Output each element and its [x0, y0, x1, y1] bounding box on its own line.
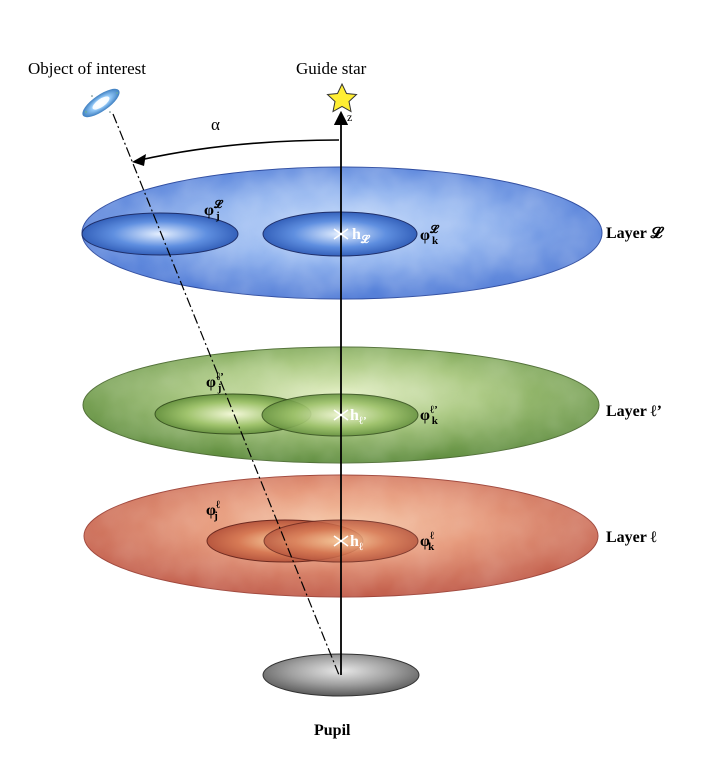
footprint-j-top: [81, 212, 239, 256]
object-line-of-sight: [112, 113, 340, 676]
phi-j-middle-label: φℓ’j: [206, 371, 224, 394]
h-top-label: h𝓛: [352, 226, 371, 246]
h-marker-bottom: [333, 535, 349, 547]
phi-k-middle-label: φℓ’k: [420, 404, 439, 427]
layer-bottom-label: Layer ℓ: [606, 529, 658, 546]
pupil-label: Pupil: [314, 722, 351, 739]
h-marker-top: [333, 228, 349, 240]
h-middle-label: hℓ’: [350, 407, 367, 427]
layer-top-label: Layer 𝓛: [606, 225, 665, 242]
h-marker-middle: [333, 409, 349, 421]
angle-label: α: [211, 115, 220, 134]
guide-star-label: Guide star: [296, 59, 367, 78]
star-icon: [326, 82, 358, 113]
layer-middle-label: Layer ℓ’: [606, 403, 662, 420]
angle-arrowhead: [132, 154, 146, 166]
galaxy-icon: [82, 88, 120, 118]
h-bottom-label: hℓ: [350, 533, 364, 553]
object-of-interest-label: Object of interest: [28, 59, 146, 78]
z-axis-label: z: [347, 110, 352, 124]
angle-arc: [139, 139, 340, 161]
